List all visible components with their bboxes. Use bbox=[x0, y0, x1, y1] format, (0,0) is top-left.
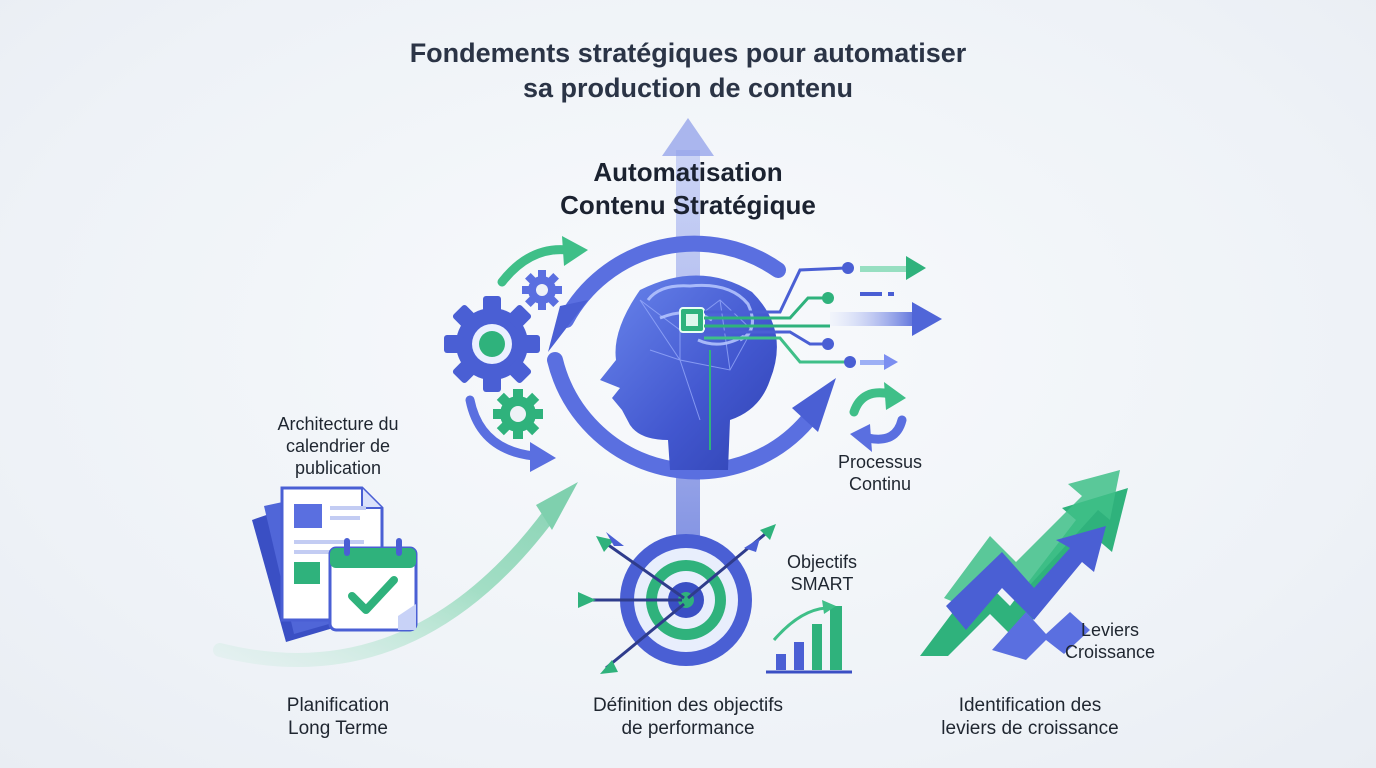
refresh-cycle-icon bbox=[849, 382, 907, 452]
hub-title-line1: Automatisation bbox=[593, 157, 783, 187]
growth-arrows-icon bbox=[920, 470, 1128, 660]
node-architecture-label: Architecture du calendrier de publicatio… bbox=[238, 414, 438, 480]
gear-icon bbox=[444, 296, 540, 392]
node-architecture-line1: Architecture du bbox=[277, 414, 399, 434]
bottom-planification-label: Planification Long Terme bbox=[238, 694, 438, 740]
target-arrows-icon bbox=[578, 524, 776, 674]
bottom-definition-line2: de performance bbox=[621, 718, 755, 740]
bar-chart-icon bbox=[766, 600, 852, 674]
small-gear-icon bbox=[522, 270, 562, 310]
ai-head-icon bbox=[600, 275, 777, 470]
bottom-definition-label: Définition des objectifs de performance bbox=[548, 694, 828, 740]
planning-swoosh bbox=[213, 493, 567, 667]
calendar-documents-icon bbox=[252, 486, 418, 642]
node-leviers-line2: Croissance bbox=[1064, 641, 1156, 662]
node-processus-line1: Processus bbox=[837, 452, 923, 472]
node-architecture-line2: calendrier de bbox=[285, 435, 391, 456]
node-leviers-line1: Leviers bbox=[1080, 620, 1140, 640]
node-processus-line2: Continu bbox=[848, 473, 912, 494]
page-title: Fondements stratégiques pour automatiser… bbox=[288, 36, 1088, 106]
node-architecture-line3: publication bbox=[294, 457, 382, 478]
node-objectifs-line1: Objectifs bbox=[786, 552, 858, 572]
hub-title-line2: Contenu Stratégique bbox=[560, 189, 816, 220]
node-processus-label: Processus Continu bbox=[800, 452, 960, 496]
node-objectifs-label: Objectifs SMART bbox=[762, 552, 882, 596]
bottom-definition-line1: Définition des objectifs bbox=[592, 695, 784, 716]
page-title-line2: sa production de contenu bbox=[522, 73, 853, 104]
page-title-line1: Fondements stratégiques pour automatiser bbox=[409, 38, 967, 68]
bottom-identification-line1: Identification des bbox=[958, 695, 1102, 716]
bottom-identification-label: Identification des leviers de croissance bbox=[900, 694, 1160, 740]
bottom-identification-line2: leviers de croissance bbox=[941, 718, 1119, 740]
node-objectifs-line2: SMART bbox=[790, 573, 854, 594]
hub-title: Automatisation Contenu Stratégique bbox=[488, 156, 888, 221]
green-gear-icon bbox=[493, 389, 543, 439]
speed-arrows-icon bbox=[830, 256, 942, 370]
gear-cycle-arrows bbox=[465, 236, 588, 472]
circuit-lines bbox=[704, 262, 856, 450]
bottom-planification-line2: Long Terme bbox=[288, 718, 388, 740]
swoosh-arrowhead bbox=[536, 482, 578, 530]
node-leviers-label: Leviers Croissance bbox=[1040, 620, 1180, 664]
cycle-ring bbox=[547, 235, 836, 480]
bottom-planification-line1: Planification bbox=[286, 695, 390, 716]
